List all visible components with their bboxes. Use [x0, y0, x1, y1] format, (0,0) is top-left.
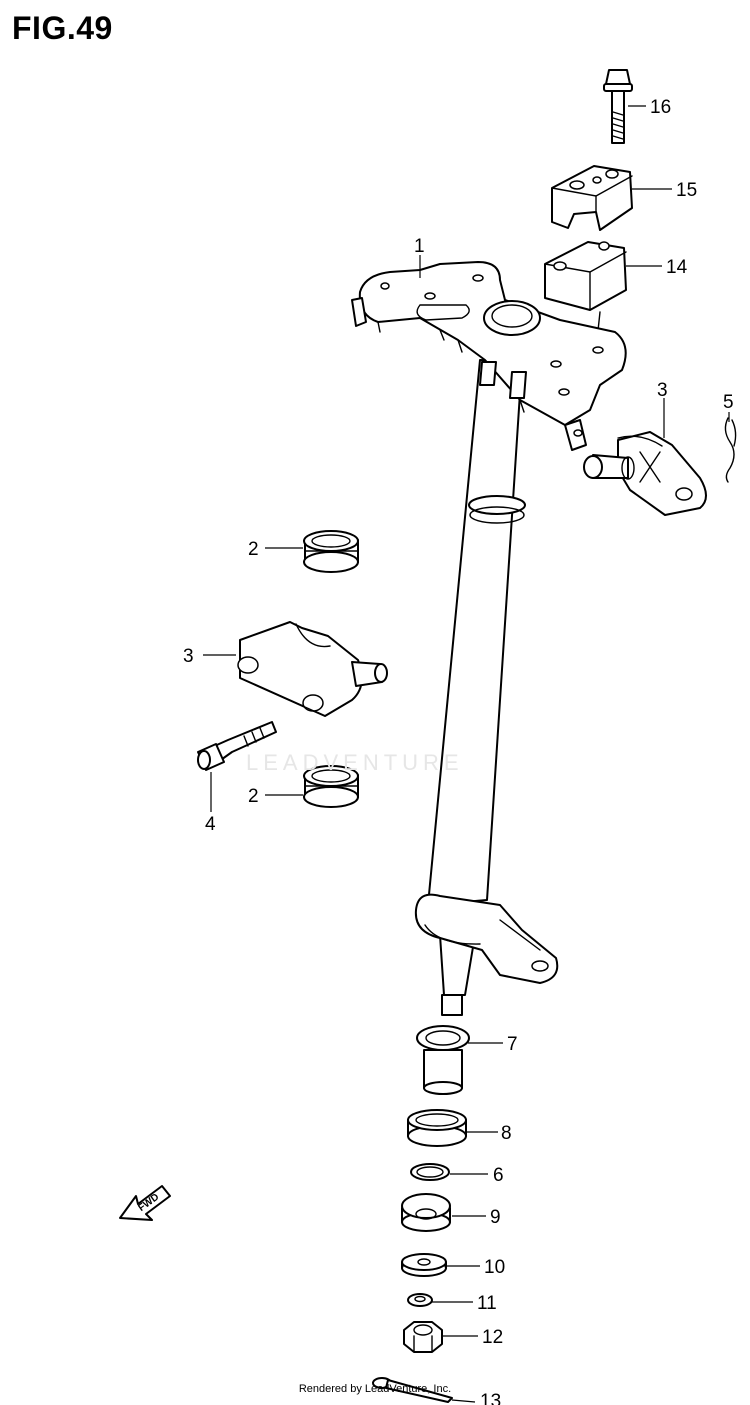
part-8-seal[interactable] — [407, 1109, 467, 1147]
callout-9[interactable]: 9 — [490, 1207, 501, 1228]
leader-lines — [203, 105, 730, 1403]
part-12-nut[interactable] — [403, 1321, 443, 1353]
callout-15[interactable]: 15 — [676, 180, 697, 201]
callout-11[interactable]: 11 — [477, 1293, 497, 1314]
callout-6[interactable]: 6 — [493, 1165, 504, 1186]
part-16-bolt[interactable] — [603, 69, 633, 144]
part-1-steering-bracket[interactable] — [351, 261, 627, 451]
watermark: LEADVENTURE — [246, 750, 464, 775]
callout-5[interactable]: 5 — [723, 392, 734, 413]
callout-10[interactable]: 10 — [484, 1257, 505, 1278]
part-9-spacer[interactable] — [401, 1193, 451, 1232]
callout-7[interactable]: 7 — [507, 1034, 518, 1055]
figure-title: FIG.49 — [12, 10, 113, 46]
callout-3-lower[interactable]: 3 — [183, 646, 194, 667]
part-6-ring[interactable] — [410, 1163, 450, 1181]
part-5-clip[interactable] — [724, 417, 737, 483]
part-7-collar[interactable] — [416, 1025, 470, 1095]
callout-3-upper[interactable]: 3 — [657, 380, 668, 401]
callout-2-upper[interactable]: 2 — [248, 539, 259, 560]
callout-4[interactable]: 4 — [205, 814, 216, 835]
callout-12[interactable]: 12 — [482, 1327, 503, 1348]
part-15-upper-clamp[interactable] — [551, 165, 633, 231]
fwd-arrow-icon: FWD — [119, 1185, 171, 1221]
callout-14[interactable]: 14 — [666, 257, 688, 278]
part-4-bolt[interactable] — [197, 721, 277, 771]
part-13-cotter-pin[interactable] — [372, 1377, 453, 1403]
part-3-cable-joint-upper[interactable] — [583, 431, 707, 516]
callout-16[interactable]: 16 — [650, 97, 671, 118]
callout-8[interactable]: 8 — [501, 1123, 512, 1144]
footer-credit: Rendered by LeadVenture, Inc. — [298, 1383, 452, 1395]
part-2-bushing-upper[interactable] — [303, 530, 359, 573]
part-1-steering-shaft[interactable] — [414, 359, 559, 1016]
callout-labels: 1 2 2 3 3 4 5 6 7 8 9 10 11 12 13 14 15 … — [183, 97, 734, 1405]
callout-2-lower[interactable]: 2 — [248, 786, 259, 807]
part-11-lock-washer[interactable] — [407, 1293, 433, 1307]
callout-1[interactable]: 1 — [414, 236, 425, 257]
part-3-cable-joint-lower[interactable] — [237, 621, 388, 717]
callout-13[interactable]: 13 — [480, 1391, 501, 1405]
part-2-bushing-lower[interactable] — [303, 765, 359, 808]
part-10-washer[interactable] — [401, 1253, 447, 1277]
